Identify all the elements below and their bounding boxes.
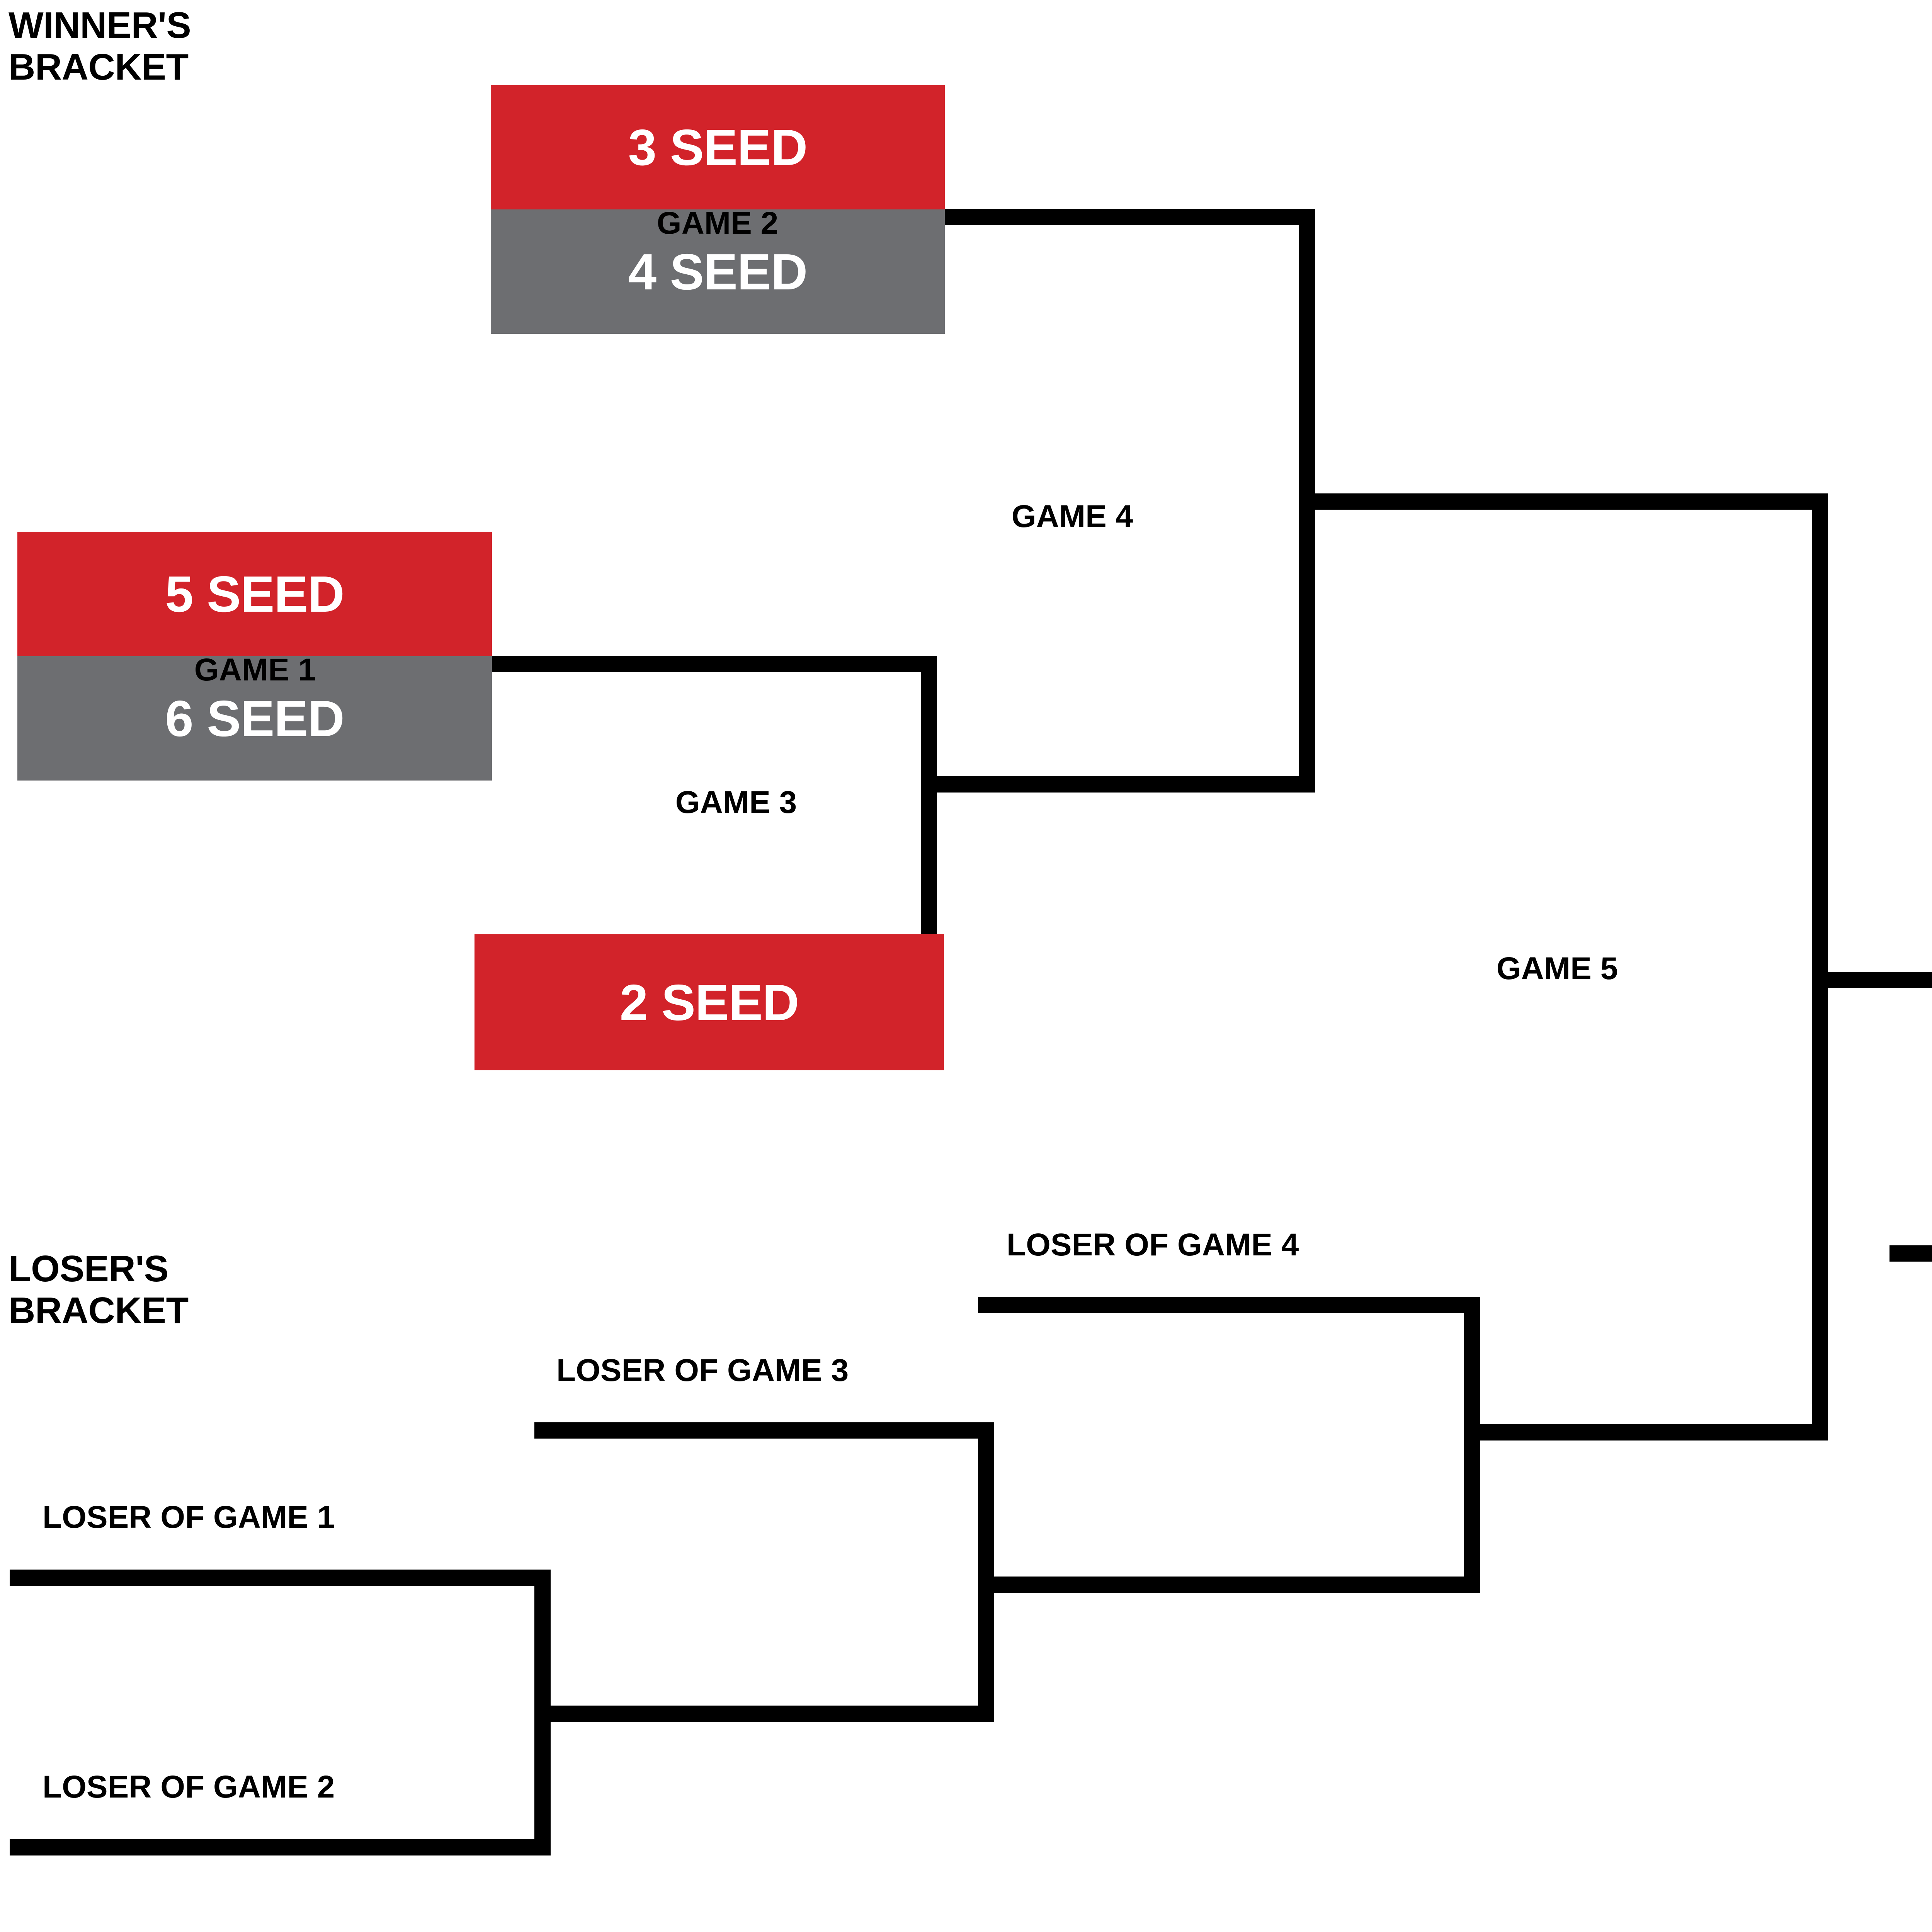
seed-box-2-seed-label: 2 SEED (619, 974, 799, 1031)
line-game1-out (491, 656, 937, 672)
line-game5-vertical (1812, 493, 1828, 1440)
seed-box-5-seed-label: 5 SEED (165, 565, 345, 622)
seed-box-6-seed[interactable]: 6 SEED (17, 656, 492, 781)
line-lgjoin3-out (1464, 1424, 1828, 1440)
losers-bracket-heading: LOSER'S BRACKET (9, 1248, 279, 1331)
seed-box-3-seed-label: 3 SEED (628, 119, 808, 176)
game-1-label: GAME 1 (194, 652, 316, 687)
game-5-label: GAME 5 (1496, 951, 1618, 986)
loser-of-game-1-label: LOSER OF GAME 1 (43, 1500, 335, 1535)
line-lgjoin1-out (534, 1706, 994, 1722)
game-4-label: GAME 4 (1011, 499, 1133, 534)
winners-bracket-heading-line1: WINNER'S (9, 5, 191, 46)
line-lg5-bottom (1889, 1245, 1932, 1262)
line-game2-out (944, 209, 1315, 225)
loser-of-game-2-label: LOSER OF GAME 2 (43, 1769, 335, 1804)
losers-bracket-heading-line2: BRACKET (9, 1289, 189, 1331)
seed-box-2-seed[interactable]: 2 SEED (474, 934, 944, 1070)
line-lg3-bar (534, 1422, 994, 1439)
seed-box-5-seed[interactable]: 5 SEED (17, 532, 492, 656)
losers-bracket-heading-line1: LOSER'S (9, 1248, 169, 1289)
loser-of-game-4-label: LOSER OF GAME 4 (1007, 1227, 1299, 1262)
line-lgjoin2-out (978, 1577, 1480, 1593)
loser-of-game-3-label: LOSER OF GAME 3 (556, 1353, 849, 1388)
game-2-label: GAME 2 (656, 206, 779, 241)
seed-box-6-seed-label: 6 SEED (165, 690, 345, 747)
line-game4-out (1299, 493, 1828, 510)
game-3-label: GAME 3 (675, 785, 797, 820)
seed-box-3-seed[interactable]: 3 SEED (491, 85, 945, 209)
seed-box-4-seed[interactable]: 4 SEED (491, 209, 945, 334)
line-lg4-vertical (1464, 1297, 1480, 1593)
line-lg3-vertical (978, 1422, 994, 1722)
line-game3-vertical (921, 656, 937, 934)
line-game3-out (921, 776, 1315, 793)
line-lg4-bar (978, 1297, 1480, 1313)
line-lg1-bar (10, 1570, 551, 1586)
line-lg2-bar (10, 1839, 551, 1855)
seed-box-4-seed-label: 4 SEED (628, 243, 808, 300)
winners-bracket-heading: WINNER'S BRACKET (9, 5, 279, 88)
line-final-top (1812, 972, 1932, 988)
winners-bracket-heading-line2: BRACKET (9, 46, 189, 88)
